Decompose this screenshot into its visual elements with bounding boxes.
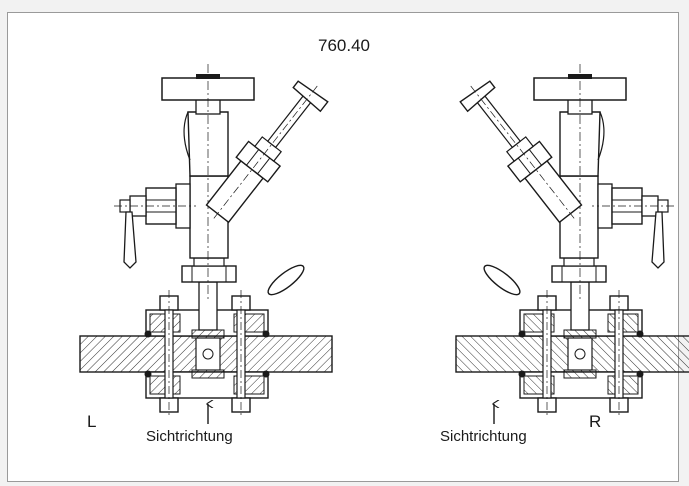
view-direction-label-right: Sichtrichtung (440, 428, 527, 445)
right-variant-label: R (589, 412, 602, 431)
valve-assembly-left (79, 63, 336, 417)
view-direction-label-left: Sichtrichtung (146, 428, 233, 445)
drawing-title: 760.40 (318, 36, 370, 55)
valve-assembly-right (452, 63, 689, 417)
left-variant-label: L (87, 412, 97, 431)
